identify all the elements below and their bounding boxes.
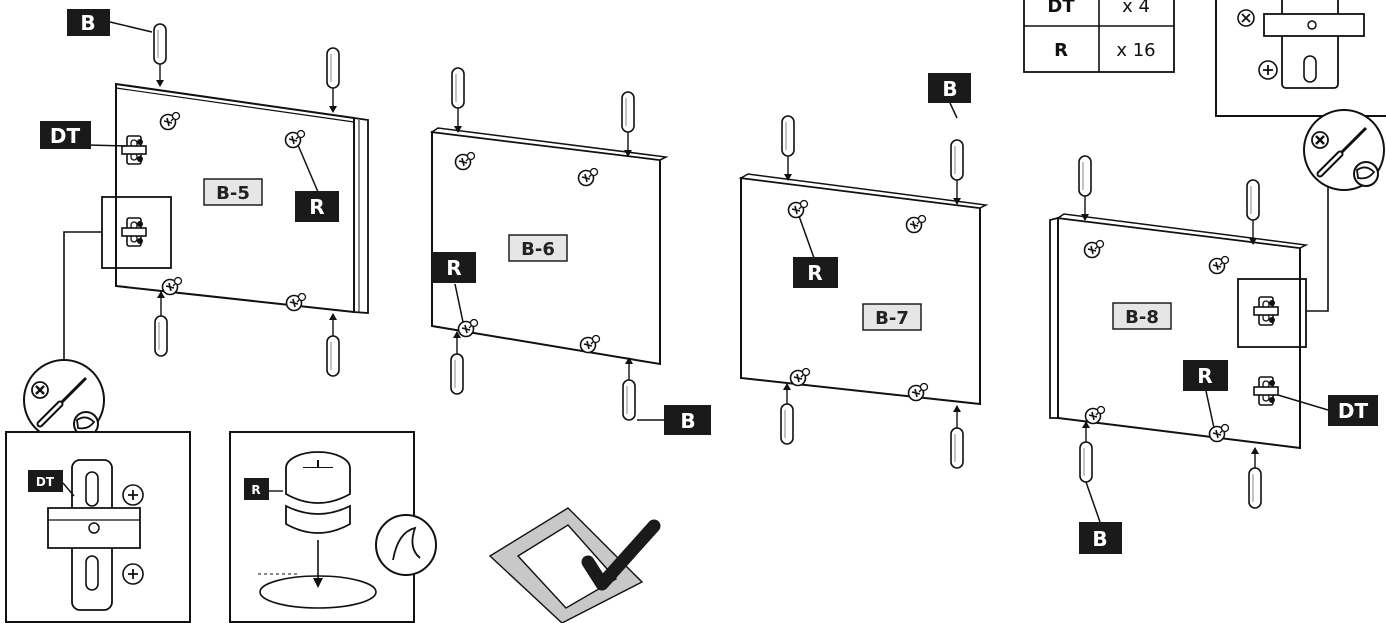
- hinge-plate-tag: DT: [50, 124, 81, 148]
- dowel-icon: [1079, 441, 1093, 483]
- dowel-icon: [1078, 155, 1092, 197]
- dowel-icon: [451, 67, 465, 109]
- dowel-tag: B: [1092, 527, 1107, 551]
- detail-frame: [1237, 278, 1307, 348]
- cam-lock-tag: R: [446, 256, 461, 280]
- table-code: R: [1054, 40, 1068, 61]
- checkmark-icon: [581, 519, 661, 591]
- dowel-icon: [326, 335, 340, 377]
- dowel-icon: [1248, 467, 1262, 509]
- panel-label: B-6: [521, 239, 555, 260]
- hinge-plate-tag: DT: [1338, 399, 1369, 423]
- cam-lock-tag: R: [309, 195, 324, 219]
- table-qty: x 4: [1122, 0, 1150, 17]
- dowel-icon: [781, 115, 795, 157]
- table-code: DT: [1047, 0, 1075, 17]
- dowel-tag: B: [80, 11, 95, 35]
- dowel-icon: [1246, 179, 1260, 221]
- dowel-icon: [450, 353, 464, 395]
- cam-lock-tag: R: [251, 483, 260, 497]
- panel-b7: B-7 R B: [738, 73, 989, 469]
- hinge-plate-tag: DT: [36, 475, 55, 489]
- panel-label: B-7: [875, 308, 909, 329]
- work-mat: [488, 507, 661, 623]
- dowel-icon: [780, 403, 794, 445]
- dowel-icon: [326, 47, 340, 89]
- dowel-tag: B: [680, 409, 695, 433]
- cam-lock-tag: R: [807, 261, 822, 285]
- glue-icon: [375, 514, 437, 576]
- screwdriver-icon: [24, 360, 104, 440]
- table-qty: x 16: [1116, 40, 1155, 61]
- dowel-icon: [622, 379, 636, 421]
- hinge-detail-bottom: DT: [5, 360, 191, 623]
- parts-table: DT x 4 R x 16: [1023, 0, 1175, 73]
- dowel-icon: [154, 315, 168, 357]
- panel-b8: B-8 R DT B: [1049, 155, 1378, 554]
- dowel-icon: [621, 91, 635, 133]
- dowel-icon: [950, 427, 964, 469]
- hinge-detail-top: [1215, 0, 1386, 117]
- dowel-icon: [153, 23, 167, 65]
- dowel-icon: [950, 139, 964, 181]
- dowel-tag: B: [942, 77, 957, 101]
- panel-label: B-5: [216, 183, 250, 204]
- panel-label: B-8: [1125, 307, 1159, 328]
- screwdriver-icon: [1304, 110, 1384, 190]
- cam-lock-detail: R: [229, 431, 437, 623]
- panel-b5: B-5 B DT R: [40, 9, 369, 377]
- cam-lock-tag: R: [1197, 364, 1212, 388]
- panel-b6: B-6 R B: [429, 67, 711, 435]
